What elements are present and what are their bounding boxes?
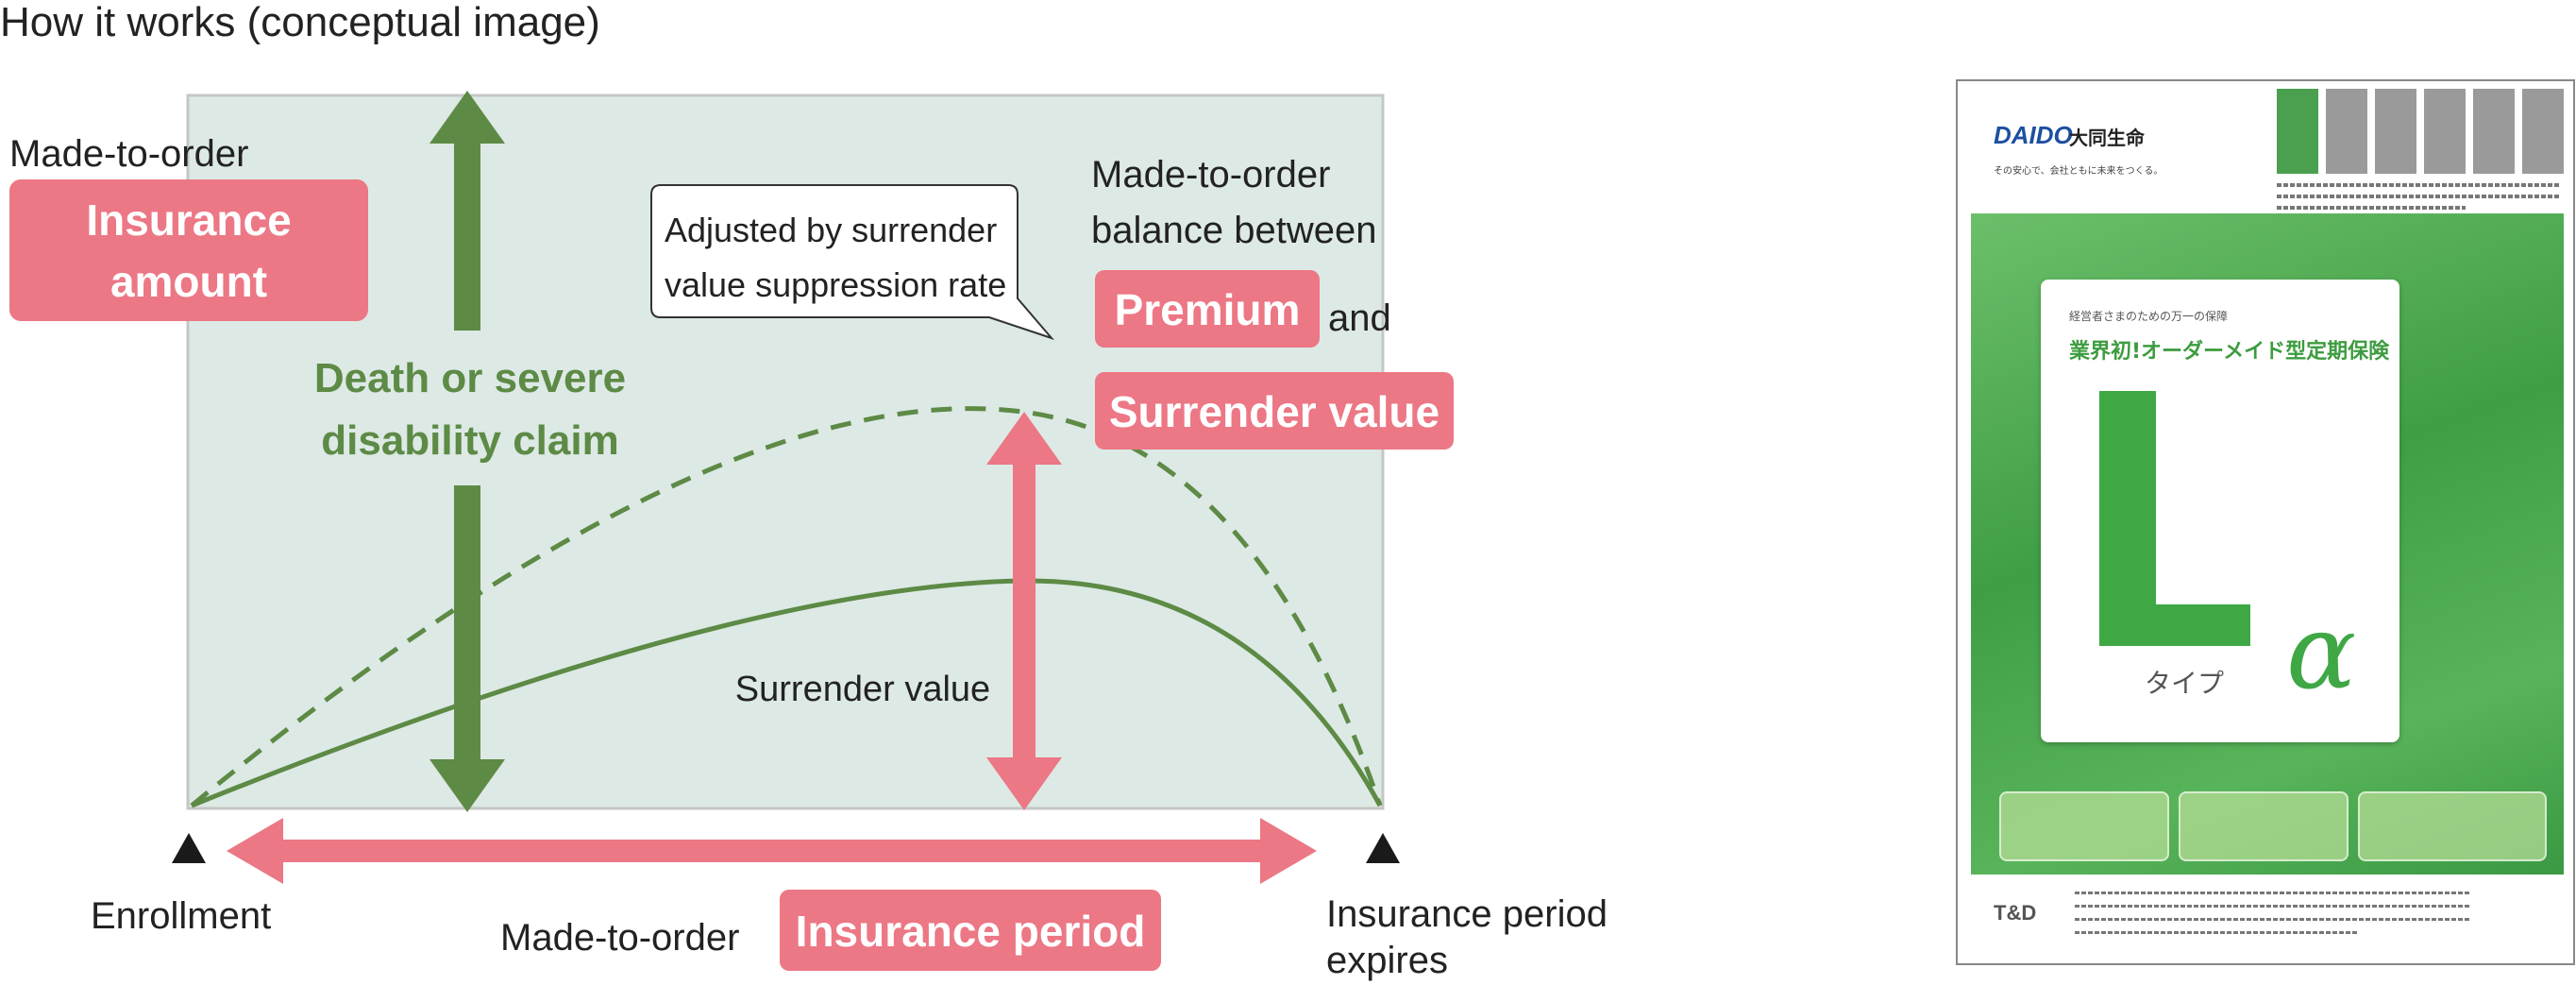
callout-bubble xyxy=(650,184,1055,341)
brochure-footer: T&D xyxy=(1971,875,2564,960)
insurance-amount-line1: Insurance xyxy=(86,195,291,245)
brochure-thumbnail: DAIDO 大同生命 その安心で、会社ともに未来をつくる。 経営者さまのための万… xyxy=(1956,79,2575,965)
insurance-amount-line2: amount xyxy=(110,257,267,306)
brochure-tab xyxy=(2375,89,2416,174)
callout-line1: Adjusted by surrender xyxy=(665,211,997,249)
insurance-period-pill-text: Insurance period xyxy=(796,907,1146,956)
daido-logo: DAIDO xyxy=(1994,121,2073,149)
brochure-feature-box xyxy=(2179,791,2349,861)
daido-logo-kanji: 大同生命 xyxy=(2069,128,2145,149)
brochure-footer-text xyxy=(2075,931,2358,934)
balance-line2: balance between xyxy=(1091,210,1376,251)
product-alpha: α xyxy=(2286,591,2357,712)
callout-line2: value suppression rate xyxy=(665,265,1006,304)
td-logo: T&D xyxy=(1994,901,2037,925)
insurance-period-pill xyxy=(780,890,1161,971)
brochure-tab xyxy=(2522,89,2564,174)
brochure-tab xyxy=(2473,89,2515,174)
brochure-footer-text xyxy=(2075,892,2471,894)
brochure-fine-print xyxy=(2277,206,2466,210)
premium-pill xyxy=(1095,270,1320,348)
product-type-label: タイプ xyxy=(2145,669,2225,698)
surrender-value-label: Surrender value xyxy=(735,670,990,709)
brochure-footer-text xyxy=(2075,918,2471,921)
product-letter-l xyxy=(2099,391,2307,722)
brochure-tab xyxy=(2326,89,2367,174)
brochure-cover-card: 経営者さまのための万一の保障 業界初!オーダーメイド型定期保険 タイプ α xyxy=(2041,280,2399,742)
and-word: and xyxy=(1328,297,1391,339)
brochure-tab xyxy=(2277,89,2318,174)
brochure-fine-print xyxy=(2277,195,2560,198)
enrollment-marker xyxy=(172,833,206,863)
balance-line1: Made-to-order xyxy=(1091,154,1330,195)
brochure-footer-text xyxy=(2075,905,2471,908)
claim-label-line2: disability claim xyxy=(321,417,618,464)
expiry-label-line2: expires xyxy=(1326,940,1448,981)
expiry-label-line1: Insurance period xyxy=(1326,893,1608,935)
insurance-period-arrow xyxy=(227,818,1317,884)
insurance-amount-pill xyxy=(9,179,368,321)
brochure-fine-print xyxy=(2277,183,2560,187)
claim-label-line1: Death or severe xyxy=(314,355,626,401)
brochure-card-heading: 業界初!オーダーメイド型定期保険 xyxy=(2069,340,2390,364)
claim-arrow xyxy=(429,91,505,812)
premium-pill-text: Premium xyxy=(1115,285,1301,334)
period-prefix: Made-to-order xyxy=(500,917,739,959)
expiry-marker xyxy=(1366,833,1400,863)
brochure-feature-box xyxy=(2358,791,2547,861)
brochure-tab xyxy=(2424,89,2466,174)
brochure-tagline: その安心で、会社ともに未来をつくる。 xyxy=(1994,166,2164,177)
brochure-card-subtitle: 経営者さまのための万一の保障 xyxy=(2069,310,2229,323)
surrender-value-pill-text: Surrender value xyxy=(1109,387,1440,436)
concept-diagram: How it works (conceptual image) Death or… xyxy=(0,0,1608,981)
amount-prefix: Made-to-order xyxy=(9,133,248,175)
surrender-value-arrow xyxy=(986,412,1062,810)
enrollment-label: Enrollment xyxy=(91,895,271,937)
surrender-value-pill xyxy=(1095,372,1454,450)
page-title: How it works (conceptual image) xyxy=(0,0,600,45)
brochure-feature-box xyxy=(1999,791,2169,861)
